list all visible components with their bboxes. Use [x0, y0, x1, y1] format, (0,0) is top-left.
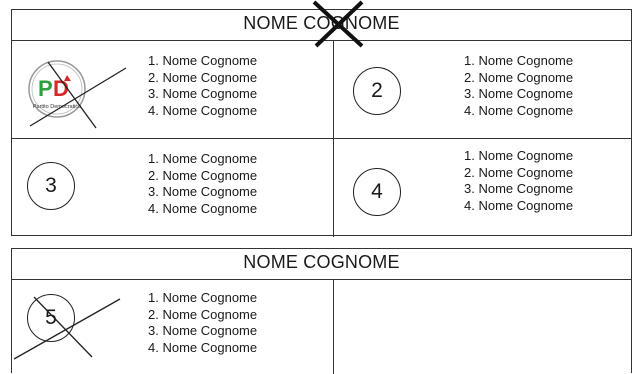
svg-text:Partito Democratico: Partito Democratico — [33, 104, 81, 110]
list-item: 2. Nome Cognome — [464, 69, 574, 85]
list-item: 2. Nome Cognome — [464, 164, 574, 180]
svg-text:D: D — [53, 76, 69, 101]
ballot-1: NOME COGNOME P D Partito Democratico 1. … — [11, 9, 632, 237]
list-cell-5[interactable]: 5 1. Nome Cognome 2. Nome Cognome 3. Nom… — [12, 280, 332, 370]
list-cell-1[interactable]: P D Partito Democratico 1. Nome Cognome … — [12, 41, 332, 138]
list-item: 4. Nome Cognome — [148, 339, 258, 355]
list-item: 4. Nome Cognome — [148, 102, 258, 118]
candidate-name-header: NOME COGNOME — [243, 13, 400, 33]
pd-logo-icon: P D Partito Democratico — [27, 59, 87, 119]
list-item: 1. Nome Cognome — [148, 53, 258, 68]
cross-mark-icon — [29, 61, 127, 129]
row-divider — [12, 138, 631, 139]
column-divider — [333, 40, 334, 237]
list-item: 2. Nome Cognome — [148, 69, 258, 85]
list-item: 4. Nome Cognome — [148, 200, 258, 216]
header-divider — [12, 279, 631, 280]
column-divider — [333, 279, 334, 374]
list-item: 3. Nome Cognome — [464, 181, 574, 196]
list-cell-2[interactable]: 2 1. Nome Cognome 2. Nome Cognome 3. Nom… — [334, 41, 632, 138]
candidate-list-4: 1. Nome Cognome 2. Nome Cognome 3. Nome … — [464, 148, 573, 214]
list-item: 1. Nome Cognome — [464, 53, 574, 68]
list-item: 3. Nome Cognome — [148, 86, 258, 101]
candidate-list-3: 1. Nome Cognome 2. Nome Cognome 3. Nome … — [148, 151, 257, 217]
candidate-list-5: 1. Nome Cognome 2. Nome Cognome 3. Nome … — [148, 290, 257, 356]
list-item: 3. Nome Cognome — [464, 86, 574, 101]
candidate-name-header-2: NOME COGNOME — [243, 252, 400, 272]
list-item: 2. Nome Cognome — [148, 167, 258, 183]
list-number-2: 2 — [353, 67, 401, 115]
list-item: 1. Nome Cognome — [464, 148, 574, 163]
list-number-5: 5 — [27, 294, 75, 342]
list-number-3: 3 — [27, 162, 75, 210]
list-item: 4. Nome Cognome — [464, 102, 574, 118]
list-item: 1. Nome Cognome — [148, 290, 258, 305]
ballot-2: NOME COGNOME 5 1. Nome Cognome 2. Nome C… — [11, 248, 632, 374]
list-cell-3[interactable]: 3 1. Nome Cognome 2. Nome Cognome 3. Nom… — [12, 139, 332, 236]
candidate-list-2: 1. Nome Cognome 2. Nome Cognome 3. Nome … — [464, 53, 573, 119]
header-cross-mark-icon — [312, 0, 364, 48]
list-item: 1. Nome Cognome — [148, 151, 258, 166]
list-item: 3. Nome Cognome — [148, 323, 258, 338]
list-item: 2. Nome Cognome — [148, 306, 258, 322]
list-item: 3. Nome Cognome — [148, 184, 258, 199]
list-cell-4[interactable]: 4 1. Nome Cognome 2. Nome Cognome 3. Nom… — [334, 139, 632, 236]
list-number-4: 4 — [353, 168, 401, 216]
candidate-list-1: 1. Nome Cognome 2. Nome Cognome 3. Nome … — [148, 53, 257, 119]
cross-mark-icon — [13, 296, 121, 360]
list-item: 4. Nome Cognome — [464, 197, 574, 213]
svg-text:P: P — [38, 76, 53, 101]
